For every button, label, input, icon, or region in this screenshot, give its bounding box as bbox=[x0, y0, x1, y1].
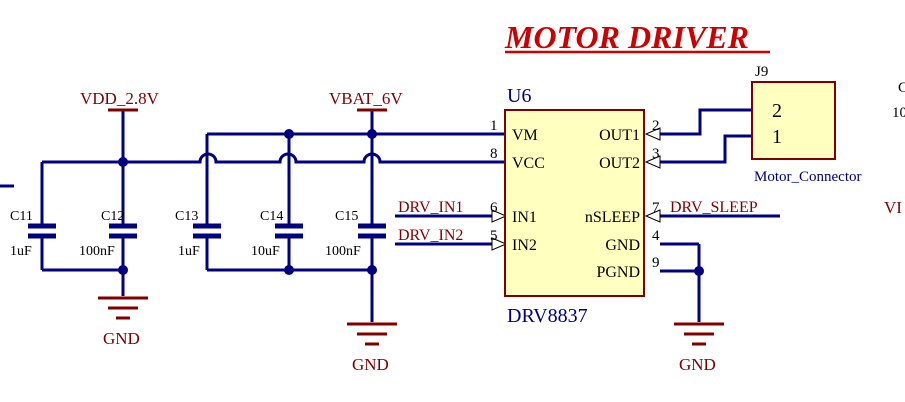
ic-pin-stubs bbox=[480, 133, 505, 163]
edge-fragment-top: C bbox=[898, 80, 905, 96]
capacitor-plates bbox=[28, 223, 386, 239]
ic-body bbox=[504, 109, 645, 297]
pin-name-out2: OUT2 bbox=[599, 155, 640, 172]
pin-name-pgnd: PGND bbox=[596, 264, 640, 281]
vbat-label: VBAT_6V bbox=[329, 89, 403, 108]
edge-fragment-right: VI bbox=[884, 198, 902, 217]
pin-name-vcc: VCC bbox=[512, 155, 545, 172]
pin-name-in2: IN2 bbox=[512, 237, 537, 254]
c14-value: 10uF bbox=[251, 244, 280, 259]
pin-num-7: 7 bbox=[652, 200, 660, 216]
junctions bbox=[118, 129, 704, 276]
connector-pin-2: 2 bbox=[772, 100, 782, 122]
net-label-drv-in1: DRV_IN1 bbox=[398, 199, 463, 216]
ground-icon bbox=[98, 296, 148, 320]
in1-arrow-icon bbox=[491, 209, 508, 223]
ic-part: DRV8837 bbox=[507, 305, 588, 327]
c15-value: 100nF bbox=[325, 244, 361, 259]
ground-icon bbox=[674, 322, 724, 346]
gnd-label-1: GND bbox=[103, 329, 140, 348]
c12-ref: C12 bbox=[101, 209, 124, 224]
pin-arrows bbox=[491, 127, 661, 251]
edge-fragment-mid: 10 bbox=[892, 105, 905, 121]
gnd-label-3: GND bbox=[679, 355, 716, 374]
schematic-title: MOTOR DRIVER bbox=[504, 19, 749, 55]
connector-body bbox=[751, 81, 836, 160]
out2-arrow-icon bbox=[644, 155, 661, 169]
vdd-label: VDD_2.8V bbox=[80, 89, 160, 108]
pin-name-gnd: GND bbox=[605, 237, 640, 254]
pin-name-out1: OUT1 bbox=[599, 127, 640, 144]
ic-ref: U6 bbox=[507, 85, 531, 107]
pin-num-5: 5 bbox=[490, 228, 498, 244]
c11-ref: C11 bbox=[10, 209, 33, 224]
in2-arrow-icon bbox=[491, 237, 508, 251]
gnd-label-2: GND bbox=[352, 355, 389, 374]
ground-icon bbox=[347, 322, 397, 346]
pin-num-6: 6 bbox=[490, 200, 498, 216]
pin-num-1: 1 bbox=[490, 118, 498, 134]
pin-name-vm: VM bbox=[512, 127, 538, 144]
pin-num-9: 9 bbox=[652, 255, 660, 271]
nsleep-arrow-icon bbox=[644, 209, 661, 223]
pin-num-3: 3 bbox=[652, 146, 660, 162]
pin-num-4: 4 bbox=[652, 228, 660, 244]
pin-name-in1: IN1 bbox=[512, 209, 537, 226]
c15-ref: C15 bbox=[335, 209, 358, 224]
c12-value: 100nF bbox=[79, 244, 115, 259]
pin-name-nsleep: nSLEEP bbox=[585, 209, 640, 226]
pin-num-8: 8 bbox=[490, 146, 498, 162]
connector-ref: J9 bbox=[755, 64, 768, 80]
pin-num-2: 2 bbox=[652, 118, 660, 134]
c11-value: 1uF bbox=[10, 244, 32, 259]
c14-ref: C14 bbox=[260, 209, 283, 224]
connector-pin-1: 1 bbox=[772, 126, 782, 148]
ground-symbols bbox=[98, 296, 724, 346]
net-label-drv-sleep: DRV_SLEEP bbox=[670, 199, 758, 216]
c13-ref: C13 bbox=[175, 209, 198, 224]
c13-value: 1uF bbox=[178, 244, 200, 259]
connector-name: Motor_Connector bbox=[754, 169, 861, 185]
net-label-drv-in2: DRV_IN2 bbox=[398, 227, 463, 244]
out1-arrow-icon bbox=[644, 127, 661, 141]
